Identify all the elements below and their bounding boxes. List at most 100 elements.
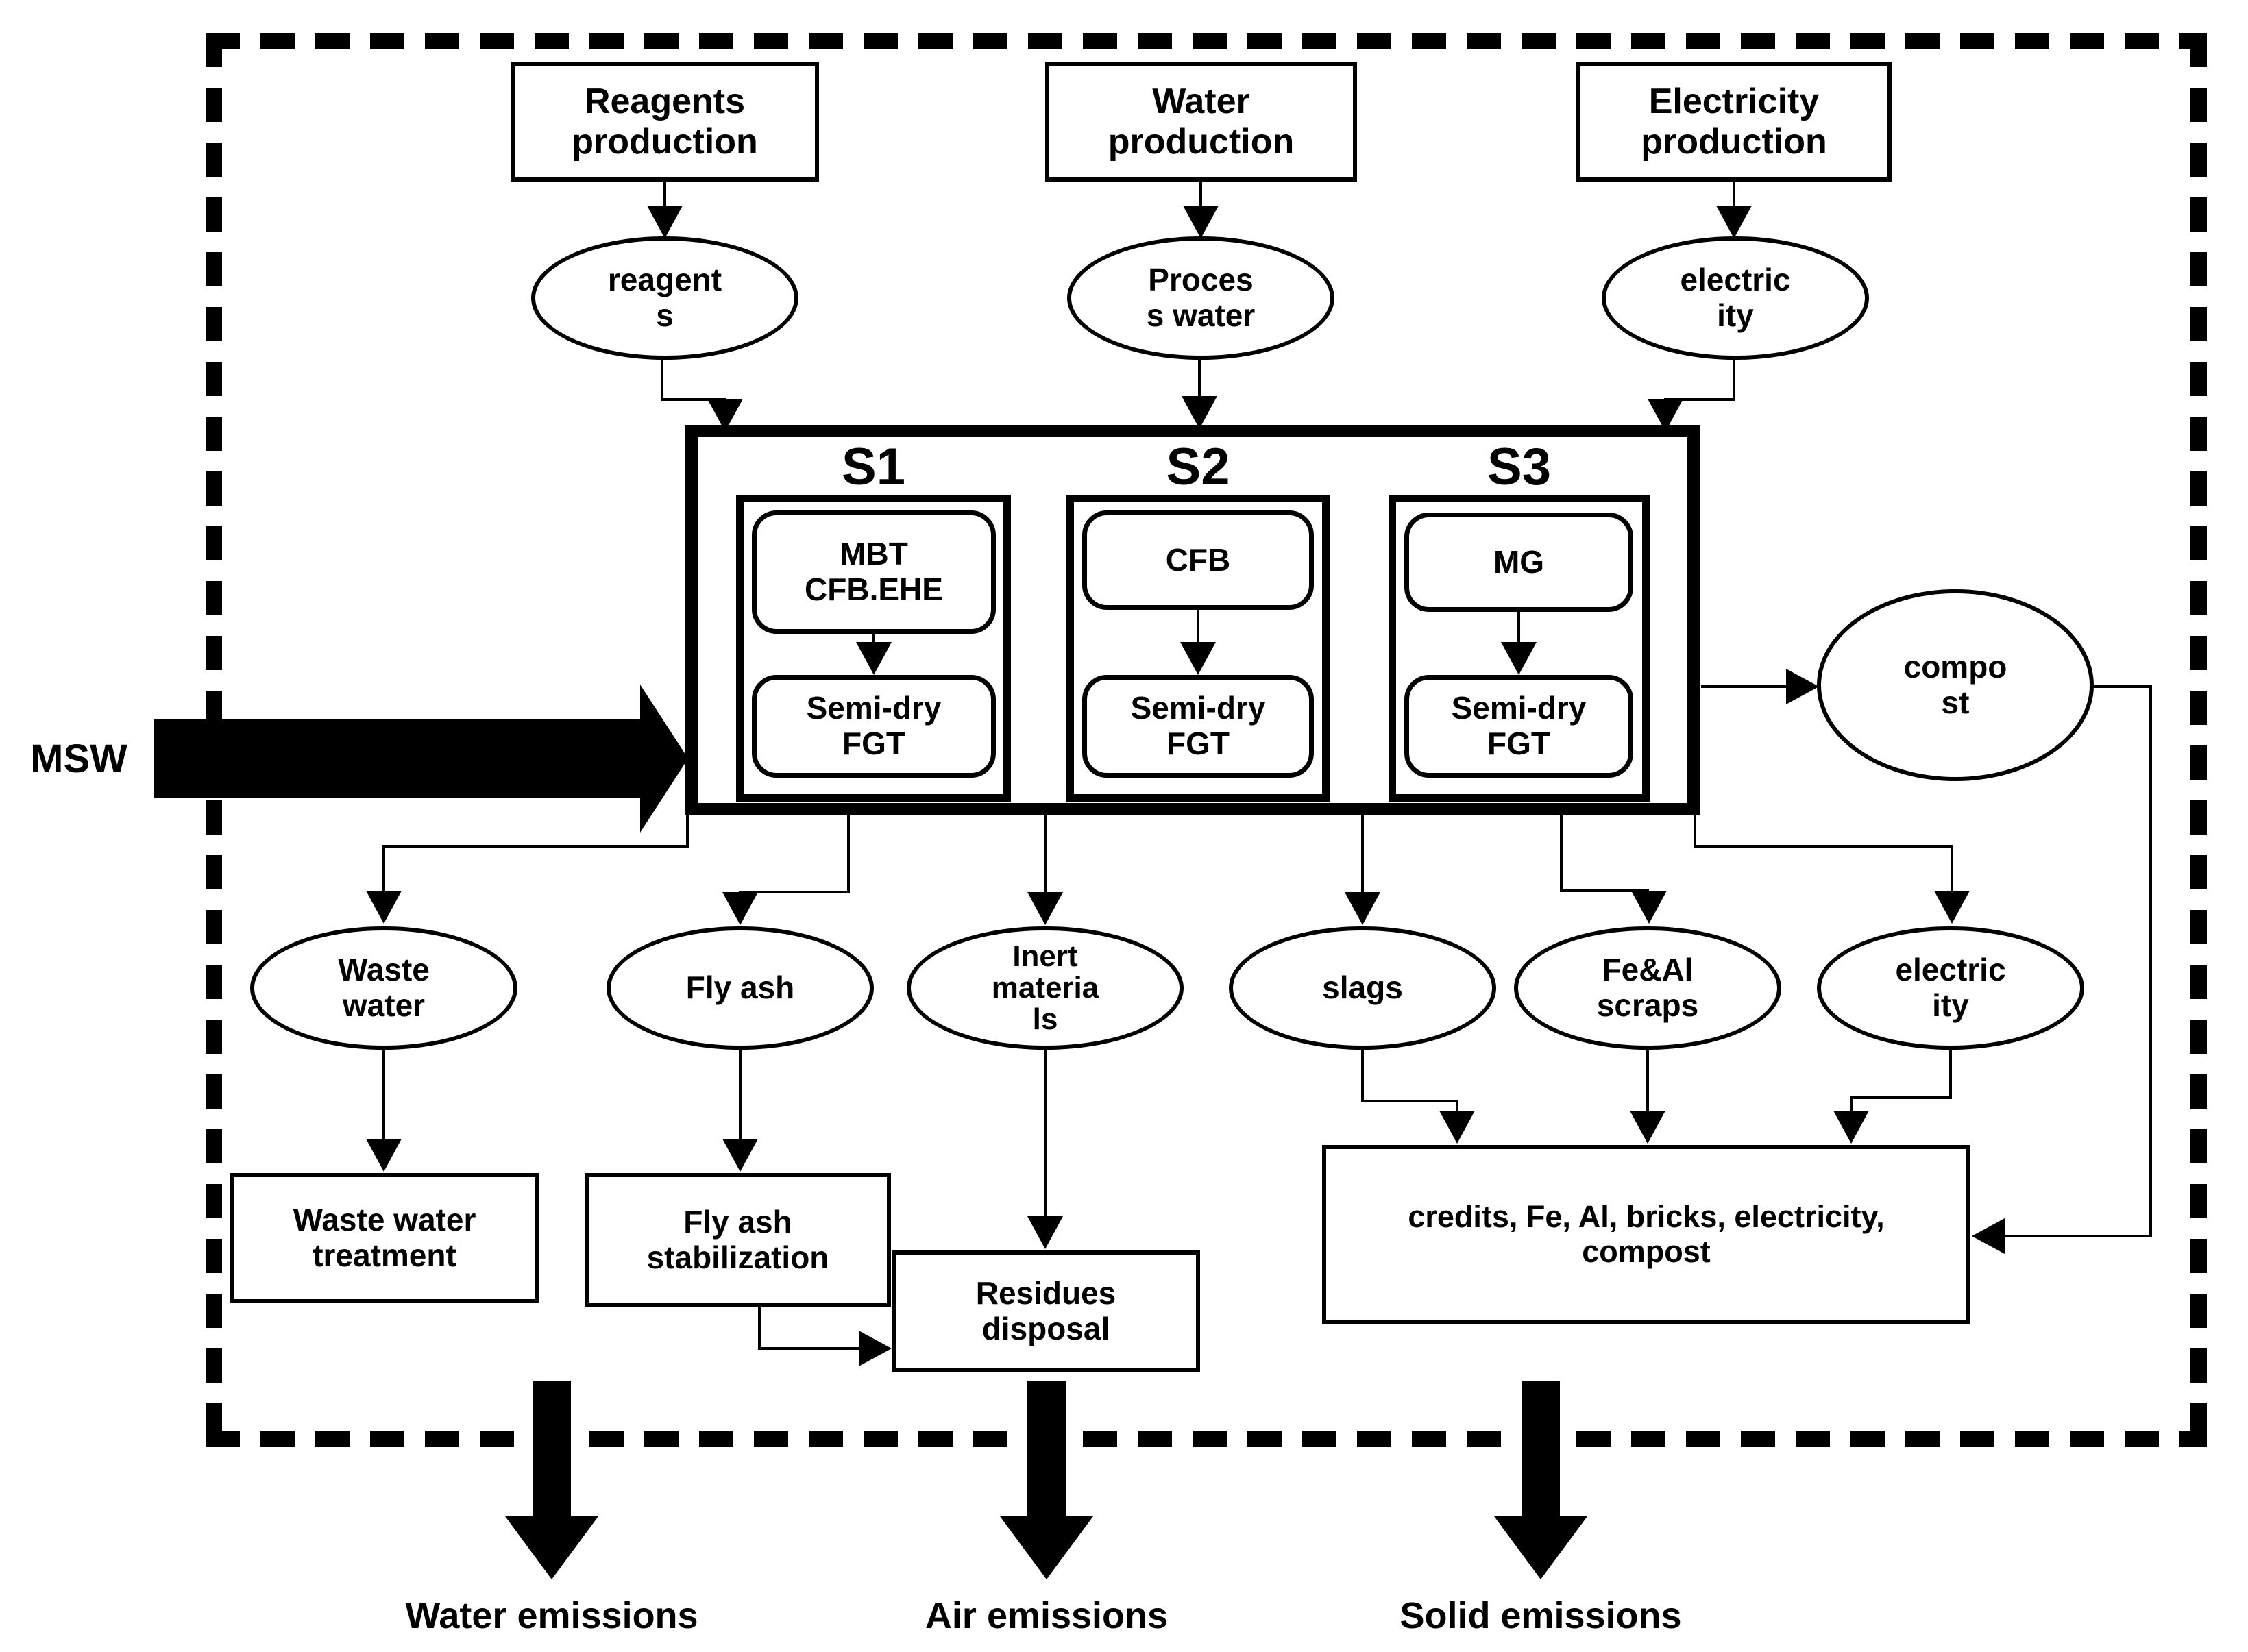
compost-arrowhead	[1786, 669, 1819, 704]
connector-electricity-out-h	[1694, 845, 1953, 848]
reagents-production-arrowhead	[647, 206, 683, 238]
msw-arrow-body	[154, 719, 642, 798]
s1-internal-line	[872, 634, 875, 645]
reagents-flow-ellipse: reagent s	[531, 236, 798, 360]
inert-arrowhead	[1027, 892, 1063, 925]
process-water-arrowhead	[1182, 396, 1217, 429]
connector-process-water-v	[1198, 360, 1201, 397]
water-emissions-arrow-body	[533, 1381, 571, 1519]
connector-ww-treatment-v	[382, 1050, 385, 1140]
electricity-out-arrowhead	[1934, 891, 1970, 924]
reagents-production-box: Reagents production	[511, 62, 819, 182]
msw-arrowhead	[640, 685, 688, 833]
connector-fly-ash-v1	[847, 815, 850, 893]
s3-fgt-node: Semi-dry FGT	[1404, 675, 1633, 778]
slags-arrowhead	[1345, 892, 1380, 925]
connector-waste-water-stub	[686, 815, 689, 848]
connector-slags-credits-v1	[1361, 1050, 1364, 1102]
air-emissions-label: Air emissions	[925, 1594, 1169, 1636]
connector-reagents-v	[661, 360, 663, 401]
s1-internal-arrowhead	[856, 642, 892, 675]
connector-fe-al-v1	[1560, 815, 1563, 892]
compost-return-arrowhead	[1972, 1218, 2005, 1254]
air-emissions-arrowhead	[1000, 1516, 1093, 1579]
connector-electricity-in-v1	[1733, 360, 1735, 401]
solid-emissions-label: Solid emissions	[1400, 1594, 1682, 1636]
water-emissions-arrowhead	[505, 1516, 598, 1579]
connector-stab-residues-h	[758, 1347, 862, 1350]
solid-emissions-arrowhead	[1494, 1516, 1587, 1579]
water-production-arrowhead	[1183, 206, 1219, 238]
ww-treatment-arrowhead	[366, 1139, 402, 1172]
fe-al-scraps-flow-ellipse: Fe&Al scraps	[1514, 926, 1781, 1050]
connector-electricity-out-stub	[1694, 815, 1696, 848]
scenario-s2-label: S2	[1166, 438, 1230, 497]
s2-internal-line	[1197, 610, 1199, 645]
connector-fa-stabilization-v	[739, 1050, 742, 1140]
s2-internal-arrowhead	[1180, 642, 1216, 675]
connector-fe-al-credits-v	[1646, 1050, 1649, 1113]
scenario-s1-label: S1	[842, 438, 905, 497]
slags-flow-ellipse: slags	[1229, 926, 1496, 1050]
s1-process-node: MBT CFB.EHE	[752, 510, 996, 634]
connector-waste-water-v	[382, 845, 385, 893]
electricity-in-flow-ellipse: electric ity	[1602, 236, 1869, 360]
residues-arrowhead	[1027, 1216, 1063, 1249]
stab-residues-arrowhead	[859, 1331, 892, 1366]
connector-electricity-in-h	[1664, 398, 1735, 401]
s1-fgt-node: Semi-dry FGT	[752, 675, 996, 778]
connector-slags-credits-v2	[1456, 1100, 1458, 1113]
s2-process-node: CFB	[1082, 510, 1314, 610]
connector-compost-line	[1701, 685, 1789, 688]
s3-internal-line	[1517, 612, 1520, 645]
waste-water-treatment-box: Waste water treatment	[230, 1173, 539, 1303]
connector-electricity-production-line	[1733, 182, 1735, 209]
connector-electricity-out-v	[1951, 845, 1953, 893]
credits-box: credits, Fe, Al, bricks, electricity, co…	[1322, 1145, 1970, 1324]
msw-label: MSW	[30, 736, 127, 781]
connector-waste-water-h	[382, 845, 689, 848]
connector-compost-return-h2	[2003, 1235, 2152, 1237]
water-production-box: Water production	[1045, 62, 1357, 182]
process-water-flow-ellipse: Proces s water	[1067, 236, 1334, 360]
connector-elec-credits-v1	[1949, 1050, 1952, 1099]
connector-slags-credits-h	[1361, 1100, 1458, 1102]
scenario-s3-label: S3	[1487, 438, 1551, 497]
connector-stab-residues-v	[758, 1307, 761, 1350]
connector-reagents-h	[661, 398, 726, 401]
connector-inert-v	[1044, 815, 1047, 894]
connector-compost-return-h1	[2092, 685, 2152, 688]
s3-process-node: MG	[1404, 513, 1633, 612]
connector-fe-al-h	[1560, 889, 1649, 892]
fe-al-arrowhead	[1631, 891, 1667, 924]
connector-water-production-line	[1199, 182, 1202, 209]
connector-slags-v	[1361, 815, 1364, 894]
system-boundary-bottom	[206, 1431, 2207, 1447]
connector-compost-return-v	[2149, 685, 2152, 1237]
connector-elec-credits-h	[1850, 1096, 1952, 1099]
compost-flow-ellipse: compo st	[1817, 589, 2094, 781]
fly-ash-arrowhead	[722, 892, 758, 925]
residues-disposal-box: Residues disposal	[892, 1250, 1200, 1372]
fly-ash-stabilization-box: Fly ash stabilization	[585, 1173, 891, 1307]
slags-credits-arrowhead	[1439, 1111, 1475, 1144]
water-emissions-label: Water emissions	[405, 1594, 698, 1636]
solid-emissions-arrow-body	[1522, 1381, 1560, 1519]
system-boundary-top	[206, 33, 2207, 49]
system-boundary-right	[2190, 33, 2207, 1447]
s2-fgt-node: Semi-dry FGT	[1082, 675, 1314, 778]
fe-al-credits-arrowhead	[1630, 1111, 1665, 1144]
fly-ash-flow-ellipse: Fly ash	[607, 926, 874, 1050]
connector-residues-v	[1044, 1050, 1047, 1218]
connector-fly-ash-h	[739, 891, 850, 893]
elec-credits-arrowhead	[1833, 1111, 1869, 1144]
connector-reagents-production-line	[663, 182, 666, 209]
connector-elec-credits-v2	[1850, 1096, 1853, 1113]
air-emissions-arrow-body	[1027, 1381, 1066, 1519]
s3-internal-arrowhead	[1501, 642, 1537, 675]
waste-water-flow-ellipse: Waste water	[250, 926, 517, 1050]
electricity-production-box: Electricity production	[1576, 62, 1892, 182]
inert-materials-flow-ellipse: Inert materia ls	[907, 926, 1184, 1050]
electricity-production-arrowhead	[1716, 206, 1752, 238]
